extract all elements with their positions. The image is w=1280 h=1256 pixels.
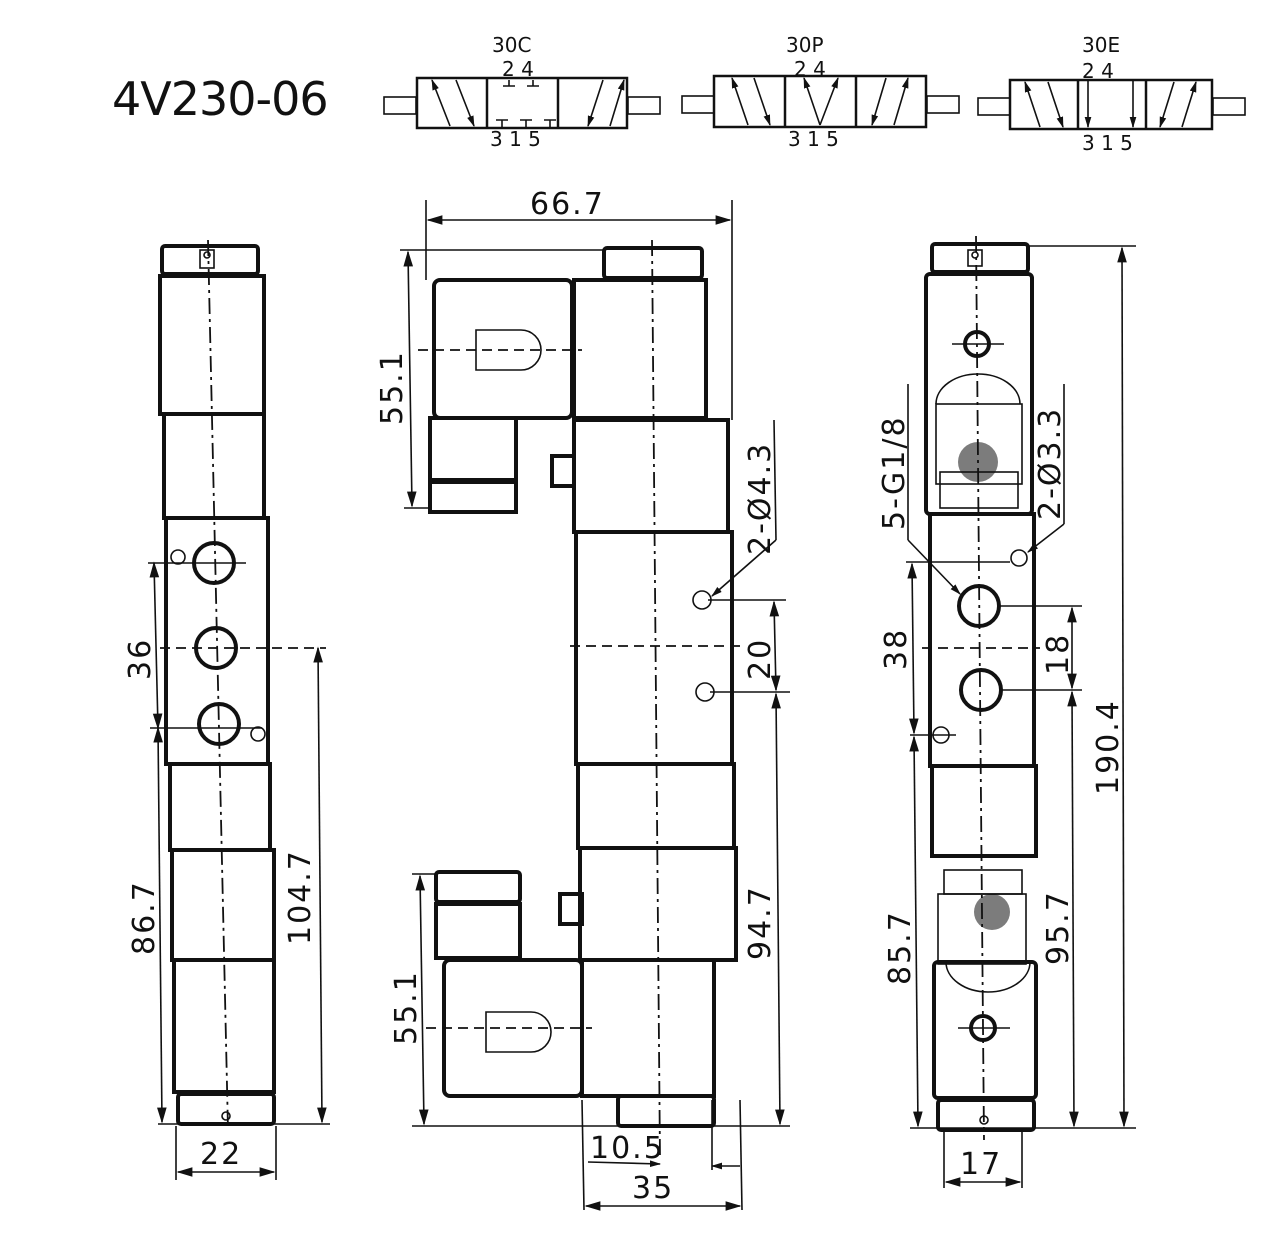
left-side-view: 36 86.7 104.7 22 <box>123 239 330 1180</box>
valve-symbol-30e: 30E 2 4 3 1 5 <box>977 33 1246 155</box>
svg-text:2-Ø4.3: 2-Ø4.3 <box>743 442 778 555</box>
svg-text:20: 20 <box>743 638 778 680</box>
svg-text:5-G1/8: 5-G1/8 <box>877 415 912 530</box>
svg-text:66.7: 66.7 <box>530 187 605 222</box>
svg-text:3 1 5: 3 1 5 <box>1082 131 1133 155</box>
svg-text:30P: 30P <box>786 33 824 57</box>
svg-text:85.7: 85.7 <box>883 910 918 985</box>
svg-text:94.7: 94.7 <box>743 885 778 960</box>
valve-symbol-30c: 30C 2 4 3 1 5 <box>383 33 661 151</box>
svg-text:104.7: 104.7 <box>283 849 318 945</box>
svg-text:10.5: 10.5 <box>590 1131 665 1166</box>
model-title: 4V230-06 <box>112 72 329 126</box>
svg-text:55.1: 55.1 <box>375 350 410 425</box>
svg-text:95.7: 95.7 <box>1041 890 1076 965</box>
svg-text:30C: 30C <box>492 33 531 57</box>
valve-symbol-30p: 30P 2 4 3 1 5 <box>681 33 960 151</box>
svg-text:22: 22 <box>200 1137 242 1172</box>
svg-text:30E: 30E <box>1082 33 1120 57</box>
svg-text:35: 35 <box>632 1171 674 1206</box>
svg-text:86.7: 86.7 <box>127 880 162 955</box>
svg-text:2 4: 2 4 <box>794 57 826 81</box>
svg-text:3 1 5: 3 1 5 <box>490 127 541 151</box>
svg-text:3 1 5: 3 1 5 <box>788 127 839 151</box>
svg-text:36: 36 <box>123 638 158 680</box>
right-side-view: 5-G1/8 2-Ø3.3 38 85.7 18 95.7 190.4 17 <box>877 235 1136 1188</box>
svg-text:2-Ø3.3: 2-Ø3.3 <box>1033 407 1068 520</box>
svg-text:190.4: 190.4 <box>1091 699 1126 795</box>
svg-text:17: 17 <box>960 1147 1002 1182</box>
svg-text:38: 38 <box>879 628 914 670</box>
svg-text:18: 18 <box>1041 633 1076 675</box>
front-view: 66.7 55.1 55.1 2-Ø4.3 20 94.7 10.5 35 <box>375 187 790 1211</box>
svg-text:55.1: 55.1 <box>389 970 424 1045</box>
